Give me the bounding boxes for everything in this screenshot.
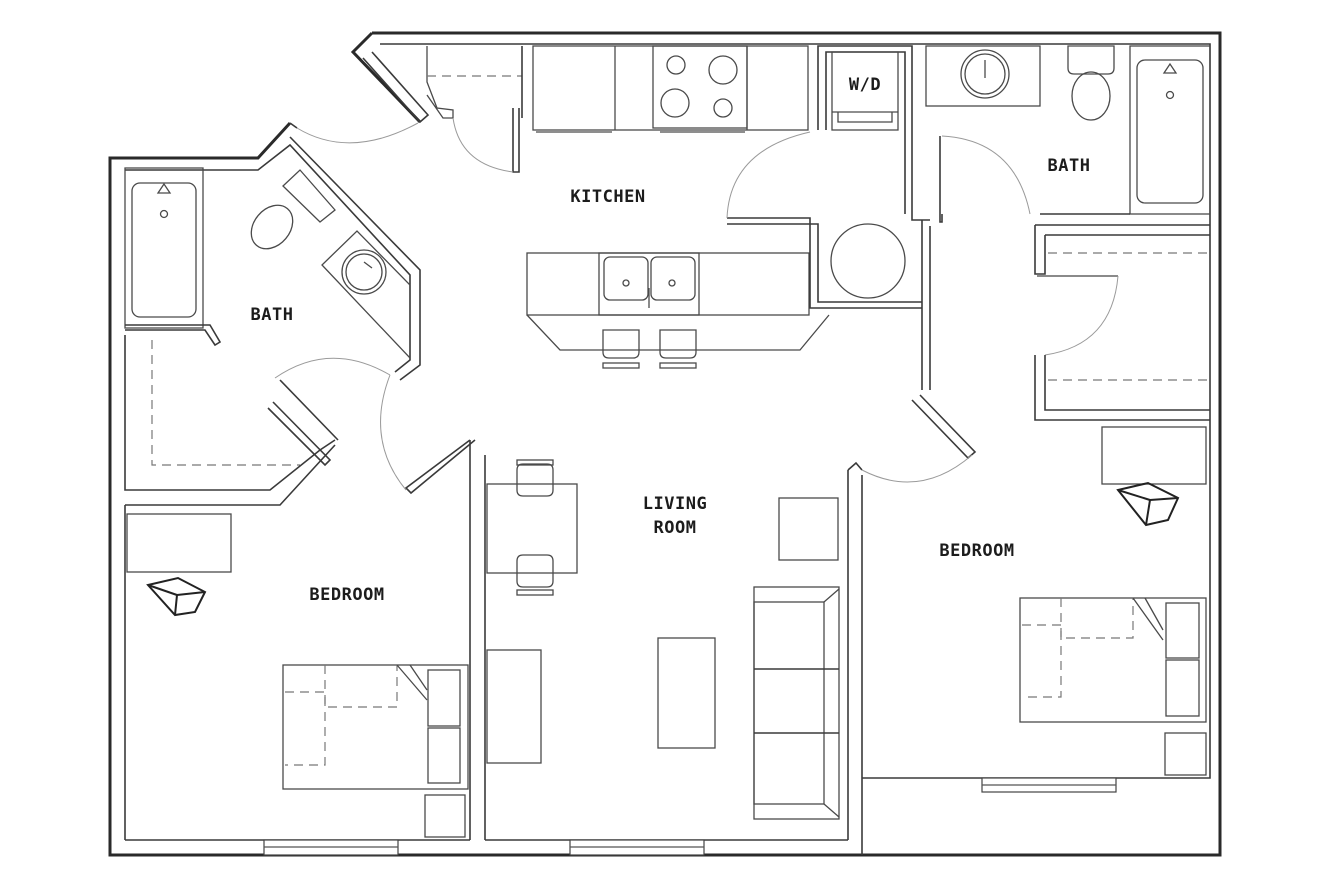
windows — [263, 777, 1117, 856]
living-room: LIVING ROOM — [486, 459, 863, 840]
desk — [1101, 426, 1207, 485]
toilet-icon — [250, 169, 336, 250]
vanity — [321, 230, 411, 360]
room-label-bath-right: BATH — [1048, 156, 1091, 176]
sink-icon — [960, 49, 1010, 99]
bar-stool — [602, 329, 640, 369]
burner-icon — [708, 55, 738, 85]
room-label-bedroom-right: BEDROOM — [939, 541, 1014, 561]
dining-table — [486, 459, 578, 596]
sink-basin — [650, 256, 696, 301]
closet-right — [1034, 224, 1210, 421]
sink-basin — [603, 256, 649, 301]
coffee-table — [657, 637, 716, 749]
closet-left — [124, 335, 339, 506]
room-label-living-line1: LIVING — [643, 494, 707, 514]
bar-stool — [659, 329, 697, 369]
vanity — [925, 45, 1041, 107]
kitchen-island — [526, 252, 830, 369]
sink-icon — [341, 249, 387, 295]
washer-dryer — [831, 51, 899, 131]
bedroom-right: BEDROOM — [861, 394, 1207, 776]
bath-right: BATH — [925, 45, 1211, 223]
bed — [1019, 597, 1207, 723]
burner-icon — [660, 88, 690, 118]
nightstand — [427, 669, 461, 727]
dresser — [1164, 732, 1207, 776]
nightstand — [427, 727, 461, 784]
desk — [126, 513, 232, 573]
desk-chair — [1116, 481, 1180, 527]
room-label-washer-dryer: W/D — [849, 75, 881, 95]
burner-icon — [666, 55, 686, 75]
dresser — [424, 794, 466, 838]
stove — [652, 45, 748, 129]
nightstand — [1165, 602, 1200, 659]
room-label-living-line2: ROOM — [654, 518, 697, 538]
tv-console — [486, 649, 542, 764]
end-table — [778, 497, 839, 561]
water-heater — [830, 223, 906, 299]
bath-left: BATH — [124, 136, 421, 381]
desk-chair — [146, 576, 207, 617]
bathtub — [1129, 45, 1211, 215]
room-label-bath-left: BATH — [251, 305, 294, 325]
bathtub — [124, 167, 204, 329]
laundry-closet: W/D — [817, 45, 931, 390]
kitchen: KITCHEN — [526, 45, 922, 369]
toilet-icon — [1071, 71, 1111, 121]
room-label-kitchen: KITCHEN — [570, 187, 645, 207]
bedroom-left: BEDROOM — [126, 374, 486, 840]
bed — [282, 664, 469, 790]
burner-icon — [713, 98, 733, 118]
sofa — [753, 586, 840, 820]
entry — [289, 46, 523, 173]
nightstand — [1165, 659, 1200, 717]
room-label-bedroom-left: BEDROOM — [309, 585, 384, 605]
